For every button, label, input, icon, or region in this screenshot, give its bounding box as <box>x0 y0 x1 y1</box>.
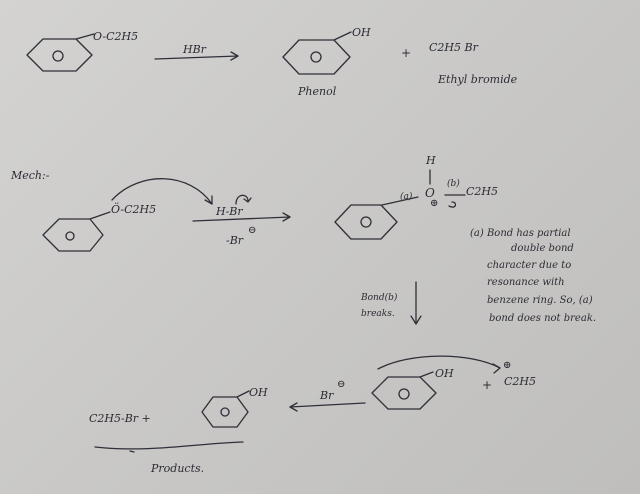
phenol-oh-label: OH <box>352 26 371 39</box>
bond-break-arrow-hbr <box>235 194 249 205</box>
note-line: bond does not break. <box>489 313 597 324</box>
reagent-hbr-label: HBr <box>183 43 206 56</box>
note-line: double bond <box>511 243 574 254</box>
phenol-oh-product-label: OH <box>249 386 268 399</box>
phenol-ring-product <box>201 390 250 428</box>
note-line: (a) Bond has partial <box>470 228 571 239</box>
note-line: character due to <box>487 260 572 271</box>
breaks-down-arrow <box>410 281 422 325</box>
mechanism-heading: Mech:- <box>11 169 50 182</box>
bond-b-label: (b) <box>447 179 460 189</box>
bromide-ion-label: Br <box>320 389 334 402</box>
oxonium-plus-charge: ⊕ <box>430 198 439 209</box>
bond-b-breaks-label-line1: Bond(b) <box>361 293 398 303</box>
ether-oxygen-label: Ö-C2H5 <box>111 203 157 216</box>
bromide-ion-minus-charge: ⊖ <box>337 379 346 390</box>
ethoxybenzene-ring <box>26 33 95 72</box>
bromide-minus-charge: ⊖ <box>248 225 257 236</box>
ethyl-cation-plus-charge: ⊕ <box>503 360 512 371</box>
note-line: resonance with <box>487 277 565 288</box>
ethyl-group-label: C2H5 <box>466 185 499 198</box>
ethoxy-label: O-C2H5 <box>93 30 139 43</box>
ethyl-bromide-name: Ethyl bromide <box>438 73 518 86</box>
mechanism-arrow-back <box>289 402 366 412</box>
proton-h-label: H <box>426 154 436 167</box>
bond-a-label: (a) <box>400 192 413 202</box>
hbr-reagent-label: H-Br <box>216 205 243 218</box>
plus-sign-step3: + <box>482 378 493 392</box>
mechanism-arrow-1 <box>192 212 291 222</box>
phenol-ring-mechanism <box>371 371 437 410</box>
ether-ring-mechanism <box>42 211 111 252</box>
ethyl-bromide-product-label: C2H5-Br + <box>89 412 151 425</box>
phenol-ring-1 <box>282 31 352 75</box>
protonated-ether-ring <box>334 169 466 240</box>
plus-sign: + <box>401 46 412 60</box>
reagent-arrow-1 <box>154 51 239 61</box>
ethyl-cation-label: C2H5 <box>504 375 537 388</box>
products-bracket-line <box>94 441 244 450</box>
phenol-name: Phenol <box>298 85 337 98</box>
ethyl-bromide-formula: C2H5 Br <box>429 41 478 54</box>
note-line: benzene ring. So, (a) <box>487 295 593 306</box>
cation-leaving-arrow <box>377 355 501 370</box>
products-label: Products. <box>151 462 205 475</box>
phenol-oh-mechanism: OH <box>435 367 454 380</box>
bond-b-breaks-label-line2: breaks. <box>361 309 395 319</box>
electron-push-arrow-o-to-h <box>111 178 213 205</box>
oxonium-oxygen-label: O <box>425 186 435 200</box>
loss-of-bromide-label: -Br <box>226 234 244 247</box>
